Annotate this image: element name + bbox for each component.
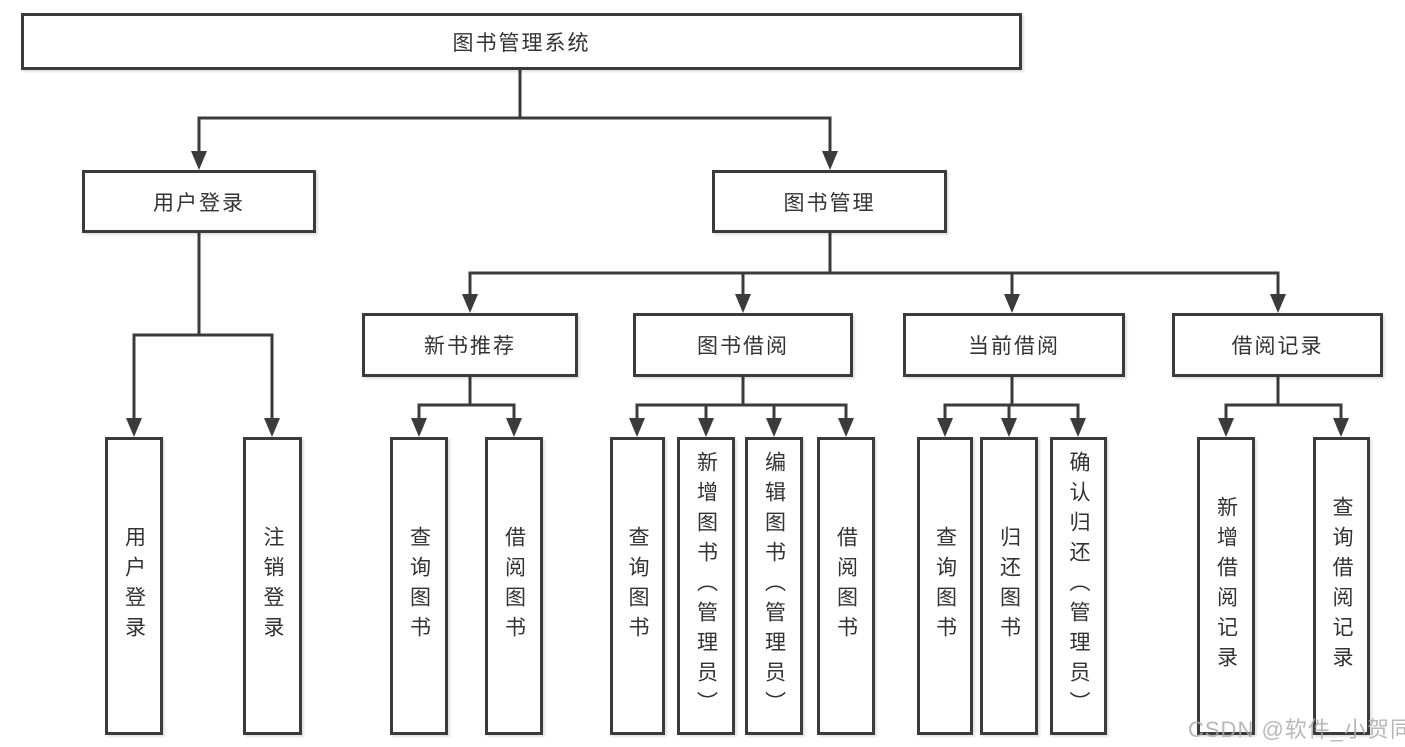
leaf-borrow-book: 借阅图书 (817, 437, 875, 735)
leaf-borrow-book-recommend: 借阅图书 (485, 437, 543, 735)
node-book-borrowing: 图书借阅 (633, 313, 853, 377)
node-borrow-records: 借阅记录 (1172, 313, 1383, 377)
leaf-add-book-admin: 新增图书（管理员） (677, 437, 735, 735)
leaf-confirm-return-admin: 确认归还（管理员） (1050, 437, 1107, 735)
csdn-watermark: CSDN @软件_小贺同学 (1188, 717, 1405, 742)
node-new-book-recommend: 新书推荐 (362, 313, 578, 377)
leaf-query-book-recommend: 查询图书 (390, 437, 448, 735)
leaf-query-book-current: 查询图书 (917, 437, 973, 735)
leaf-logout: 注销登录 (243, 437, 302, 735)
leaf-query-book-borrowing: 查询图书 (610, 437, 665, 735)
leaf-edit-book-admin: 编辑图书（管理员） (745, 437, 803, 735)
leaf-add-borrow-record: 新增借阅记录 (1197, 437, 1255, 735)
leaf-query-borrow-record: 查询借阅记录 (1313, 437, 1370, 735)
leaf-return-book: 归还图书 (980, 437, 1038, 735)
leaf-user-login: 用户登录 (105, 437, 163, 735)
node-current-borrowing: 当前借阅 (903, 313, 1125, 377)
node-library-management-system: 图书管理系统 (21, 13, 1022, 70)
node-user-login: 用户登录 (82, 170, 316, 233)
node-book-management: 图书管理 (712, 170, 947, 233)
